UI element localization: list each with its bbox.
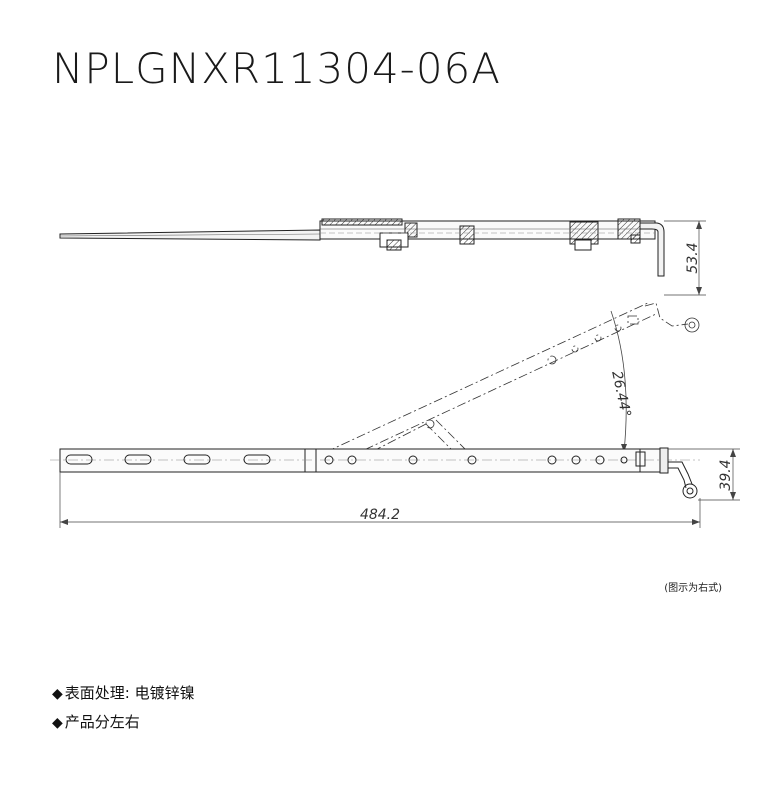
right-hand-note: (图示为右式) bbox=[664, 583, 722, 594]
diamond-icon: ◆ bbox=[52, 686, 63, 702]
hinge-pivot-hole bbox=[686, 487, 694, 495]
opened-pivot-hole bbox=[688, 321, 696, 329]
product-code-title: NPLGNXR11304-06A bbox=[52, 44, 502, 93]
angle-arc bbox=[610, 310, 627, 453]
surface-treatment-bullet: ◆表面处理: 电镀锌镍 bbox=[52, 682, 195, 703]
diamond-icon: ◆ bbox=[52, 715, 63, 731]
dim-angle: 26.44° bbox=[608, 369, 633, 418]
dim-bottom-height-lines bbox=[668, 448, 740, 501]
hinge-pivot-circle bbox=[682, 483, 698, 499]
opened-arm-outline bbox=[325, 301, 689, 469]
dim-length-lines bbox=[59, 472, 701, 528]
surface-treatment-text: 表面处理: 电镀锌镍 bbox=[64, 684, 195, 702]
left-right-text: 产品分左右 bbox=[64, 713, 140, 731]
angle-arc-arrow bbox=[621, 444, 627, 452]
side-view bbox=[59, 218, 706, 296]
opened-pivot-circle bbox=[684, 317, 700, 333]
dim-length: 484.2 bbox=[360, 507, 400, 523]
left-right-bullet: ◆产品分左右 bbox=[52, 711, 140, 732]
dim-side-height: 53.4 bbox=[685, 242, 701, 273]
closed-stay bbox=[50, 447, 700, 489]
dim-bottom-height: 39.4 bbox=[718, 459, 734, 490]
